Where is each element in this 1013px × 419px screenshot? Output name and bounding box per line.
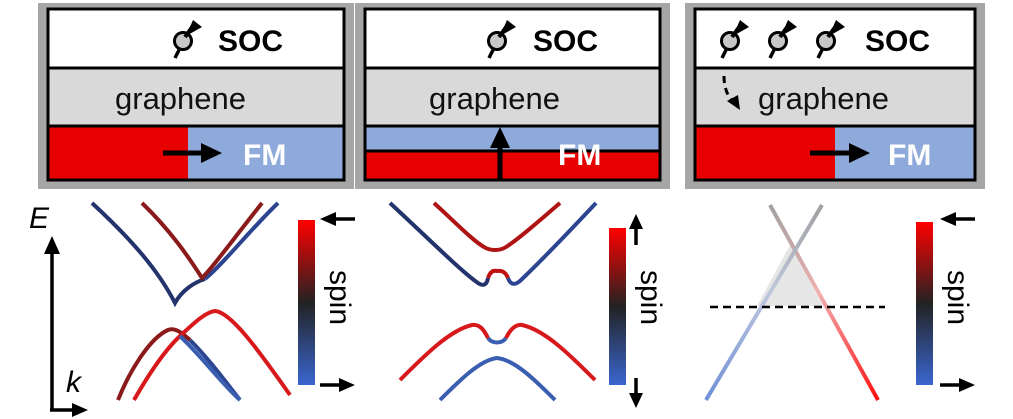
axes: E k bbox=[29, 202, 88, 417]
graphene-layer bbox=[363, 66, 662, 128]
spin-label: spin bbox=[323, 270, 356, 325]
fm-layer-top bbox=[363, 124, 662, 153]
fm-layer-bottom bbox=[363, 149, 662, 182]
spin-label: spin bbox=[634, 270, 667, 325]
soc-label: SOC bbox=[533, 25, 598, 58]
arrow-down-icon bbox=[629, 378, 643, 408]
band-structure-3 bbox=[704, 203, 885, 402]
arrow-left-icon bbox=[320, 212, 355, 226]
soc-layer bbox=[46, 7, 346, 70]
arrow-left-icon bbox=[940, 212, 975, 226]
x-axis-label: k bbox=[66, 366, 83, 399]
graphene-label: graphene bbox=[115, 81, 246, 116]
soc-layer bbox=[363, 7, 662, 70]
soc-layer bbox=[693, 7, 977, 70]
band-structure-1 bbox=[90, 201, 292, 402]
y-axis-arrow-icon bbox=[44, 236, 60, 254]
arrow-up-icon bbox=[629, 214, 643, 245]
colorbar-1: spin bbox=[298, 212, 356, 392]
x-axis-arrow-icon bbox=[72, 403, 88, 417]
fermi-sea-shade bbox=[757, 245, 823, 306]
soc-label: SOC bbox=[218, 25, 283, 58]
magnetization-arrow-icon bbox=[810, 143, 870, 163]
fm-label: FM bbox=[558, 139, 601, 172]
graphene-label: graphene bbox=[429, 81, 560, 116]
fm-label: FM bbox=[888, 139, 931, 172]
panel-3: SOC graphene FM bbox=[685, 3, 985, 189]
arrow-right-icon bbox=[940, 378, 975, 392]
proximity-dashed-arrow-icon bbox=[722, 75, 740, 110]
magnetization-arrow-icon bbox=[163, 143, 222, 163]
soc-label: SOC bbox=[865, 25, 930, 58]
panel-2: SOC graphene FM bbox=[355, 3, 670, 189]
y-axis-label: E bbox=[29, 202, 50, 235]
fm-label: FM bbox=[243, 139, 286, 172]
magnetization-arrow-icon bbox=[490, 127, 510, 180]
colorbar-2: spin bbox=[609, 214, 667, 408]
spin-label: spin bbox=[941, 270, 974, 325]
arrow-right-icon bbox=[320, 378, 355, 392]
graphene-label: graphene bbox=[758, 81, 889, 116]
graphene-layer bbox=[46, 66, 346, 128]
colorbar-3: spin bbox=[916, 212, 975, 392]
panel-1: SOC graphene FM bbox=[38, 3, 354, 189]
band-structure-2 bbox=[388, 201, 598, 402]
